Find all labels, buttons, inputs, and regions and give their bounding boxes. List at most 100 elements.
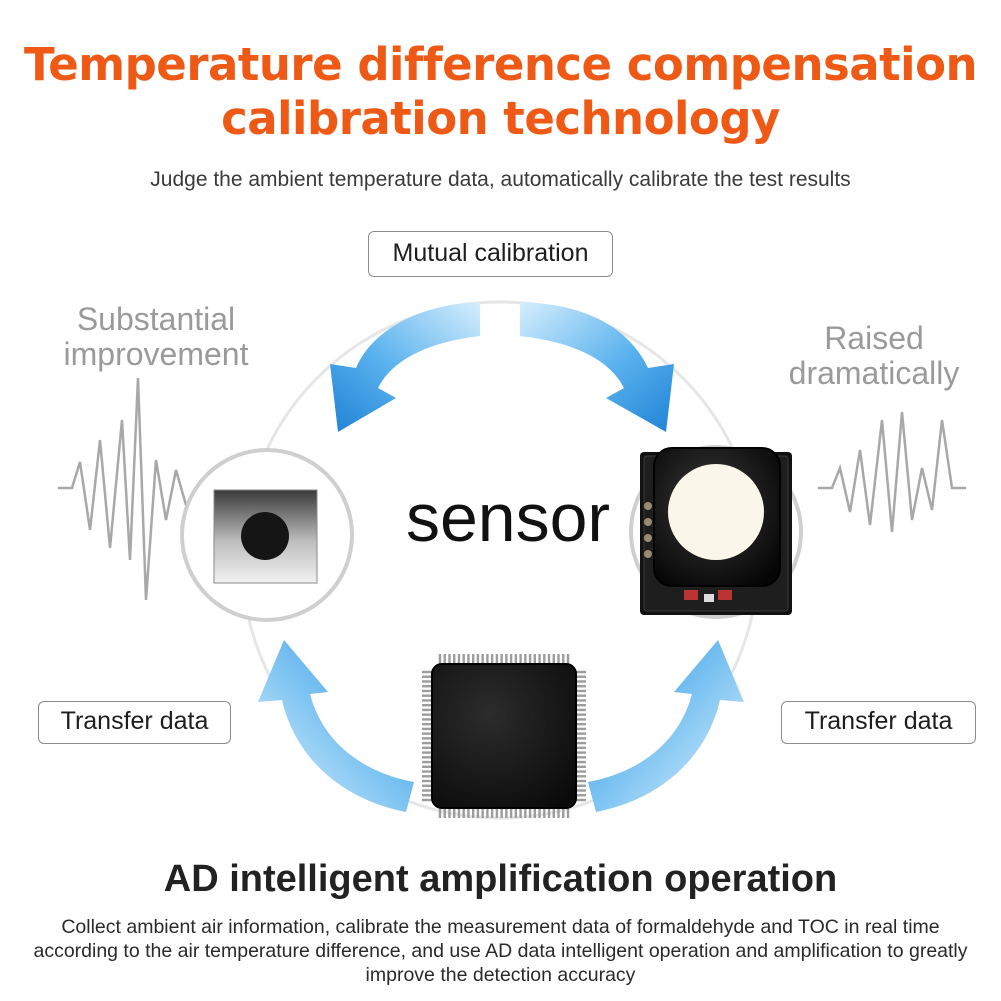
chip-pin [422, 741, 432, 745]
waveform-left-icon [58, 377, 215, 601]
chip-pin [509, 654, 513, 664]
chip-pin [576, 746, 586, 750]
chip-pin [566, 808, 570, 818]
chip-pin [562, 808, 565, 818]
chip-pin [443, 808, 446, 818]
transfer-data-right-label: Transfer data [781, 701, 976, 744]
chip-pin [509, 808, 513, 818]
chip-pin [453, 654, 456, 664]
chip-pin [576, 699, 586, 702]
section-description: Collect ambient air information, calibra… [33, 916, 968, 986]
chip-pin [576, 689, 586, 693]
chip-pin [495, 808, 499, 818]
chip-pin [505, 808, 508, 818]
chip-pin [490, 808, 494, 818]
chip-pin [422, 727, 432, 731]
chip-pin [538, 654, 541, 664]
chip-pin [505, 654, 508, 664]
chip-pin [422, 765, 432, 769]
chip-pin [422, 789, 432, 792]
chip-pin [486, 808, 489, 818]
chip-pin [422, 689, 432, 693]
chip-pin [528, 654, 532, 664]
chip-pin [547, 808, 551, 818]
chip-pin [422, 746, 432, 750]
chip-pin [576, 703, 586, 707]
chip-pin [476, 654, 480, 664]
chip-pin [543, 654, 546, 664]
chip-pin [481, 808, 484, 818]
chip-pin [422, 713, 432, 716]
chip-pin [543, 808, 546, 818]
chip-pin [422, 703, 432, 707]
temperature-sensor-icon [213, 489, 318, 584]
chip-pin [422, 718, 432, 721]
chip-pin [576, 770, 586, 773]
chip-pin [422, 770, 432, 773]
chip-pin [576, 741, 586, 745]
chip-pin [471, 808, 475, 818]
chip-pin [576, 784, 586, 787]
chip-pin [576, 713, 586, 716]
chip-pin [566, 654, 570, 664]
bottom-right-arrow-icon [588, 640, 744, 812]
chip-pin [576, 727, 586, 731]
chip-pin [457, 808, 461, 818]
chip-pin [481, 654, 484, 664]
chip-pin [552, 654, 555, 664]
chip-pin [422, 760, 432, 764]
chip-pin [422, 680, 432, 683]
top-right-arrow-icon [520, 302, 674, 432]
microcontroller-chip-icon [422, 654, 586, 818]
chip-pin [422, 756, 432, 759]
chip-pin [576, 732, 586, 735]
chip-pin [576, 718, 586, 721]
chip-pin [467, 654, 470, 664]
chip-pin [576, 779, 586, 783]
chip-pin [533, 808, 537, 818]
gas-sensor-module-icon [640, 447, 792, 615]
chip-pin [462, 654, 465, 664]
chip-pin [514, 808, 518, 818]
chip-pin [422, 694, 432, 697]
sensor-label: sensor [405, 480, 611, 556]
chip-pin [495, 654, 499, 664]
chip-pin [438, 808, 442, 818]
chip-pin [576, 737, 586, 740]
chip-pin [500, 808, 503, 818]
chip-pin [448, 654, 451, 664]
chip-pin [467, 808, 470, 818]
chip-pin [422, 670, 432, 674]
chip-pin [562, 654, 565, 664]
chip-pin [476, 808, 480, 818]
section-heading: AD intelligent amplification operation [163, 858, 838, 900]
mutual-calibration-label: Mutual calibration [368, 231, 613, 277]
chip-pin [576, 789, 586, 792]
chip-pin [538, 808, 541, 818]
chip-pin [576, 694, 586, 697]
bottom-left-arrow-icon [258, 640, 414, 812]
chip-pin [576, 756, 586, 759]
chip-pin [557, 654, 560, 664]
chip-pin [576, 670, 586, 674]
chip-pin [519, 808, 522, 818]
chip-pin [500, 654, 503, 664]
waveform-right-icon [818, 411, 966, 533]
chip-pin [462, 808, 465, 818]
chip-pin [422, 732, 432, 735]
chip-pin [443, 654, 446, 664]
chip-pin [576, 675, 586, 678]
chip-pin [422, 675, 432, 678]
chip-pin [576, 765, 586, 769]
page-title-line-1: Temperature difference compensation [23, 38, 978, 91]
chip-pin [514, 654, 518, 664]
chip-pin [490, 654, 494, 664]
chip-pin [438, 654, 442, 664]
chip-pin [576, 722, 586, 726]
chip-pin [524, 808, 527, 818]
chip-pin [576, 708, 586, 712]
chip-pin [422, 751, 432, 754]
chip-pin [422, 685, 432, 688]
page-subtitle: Judge the ambient temperature data, auto… [150, 168, 851, 191]
